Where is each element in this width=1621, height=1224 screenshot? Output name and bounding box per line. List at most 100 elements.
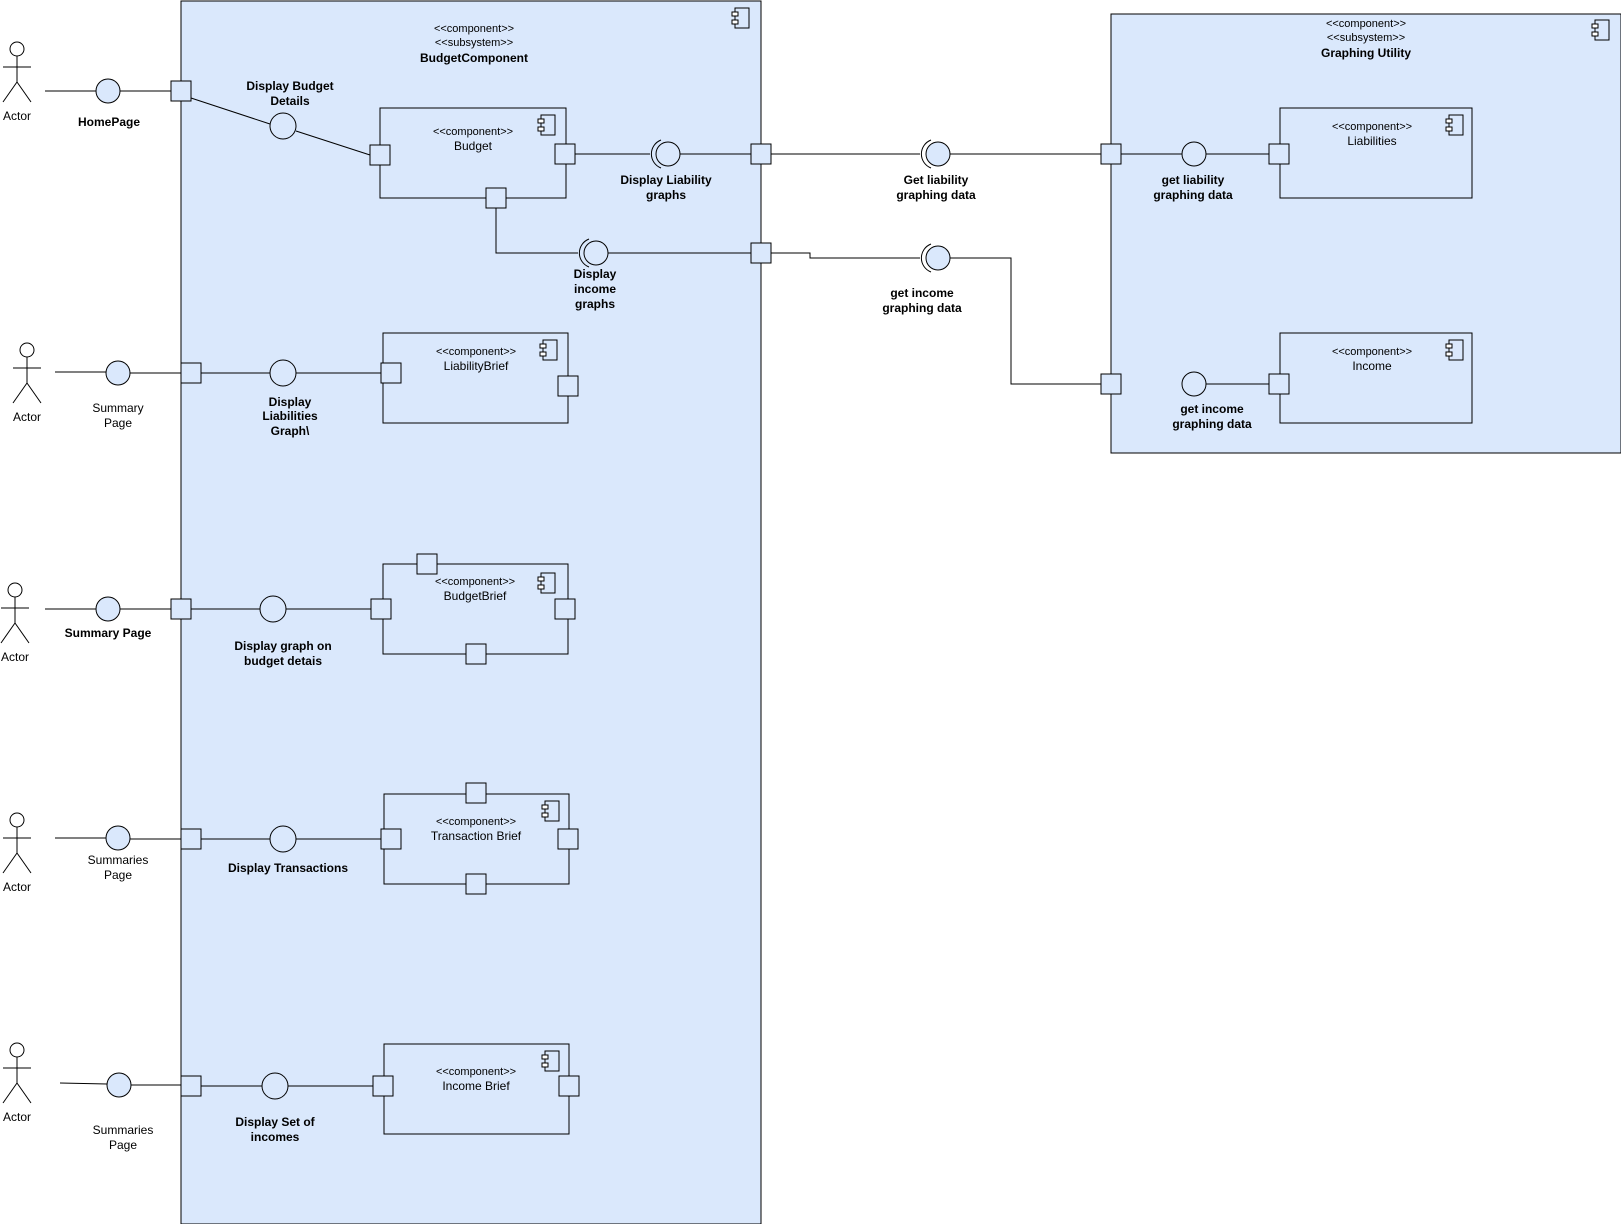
port xyxy=(557,375,579,397)
page-label: HomePage xyxy=(78,115,140,129)
interface-label: graphing data xyxy=(896,188,976,202)
component-name: Income Brief xyxy=(442,1079,510,1093)
component-stereotype: <<component>> xyxy=(436,816,516,828)
actor-label: Actor xyxy=(13,410,41,424)
port xyxy=(370,598,392,620)
component-stereotype: <<component>> xyxy=(1332,121,1412,133)
port xyxy=(465,643,487,665)
component-name: LiabilityBrief xyxy=(444,359,509,373)
page-label: Page xyxy=(104,416,132,430)
page-label: Summary xyxy=(92,401,143,415)
port xyxy=(180,1075,202,1097)
port xyxy=(1100,143,1122,165)
port xyxy=(372,1075,394,1097)
socket-display-liability xyxy=(650,139,681,169)
port xyxy=(180,362,202,384)
port xyxy=(170,80,192,102)
liability-brief-component[interactable]: <<component>> LiabilityBrief xyxy=(382,332,569,424)
port xyxy=(465,782,487,804)
component-name: BudgetBrief xyxy=(444,589,507,603)
interface-label: graphs xyxy=(646,188,686,202)
interface-label: graphing data xyxy=(882,301,962,315)
port xyxy=(485,187,507,209)
port xyxy=(416,553,438,575)
socket-get-liability xyxy=(920,139,951,169)
income-brief-component[interactable]: <<component>> Income Brief xyxy=(383,1043,570,1135)
subsystem-name: BudgetComponent xyxy=(420,51,528,65)
ports xyxy=(170,80,1290,1097)
port xyxy=(170,598,192,620)
subsystem-stereotype: <<component>> xyxy=(1326,18,1406,30)
port xyxy=(1268,373,1290,395)
component-name: Liabilities xyxy=(1347,134,1396,148)
port xyxy=(369,144,391,166)
port xyxy=(1100,373,1122,395)
actor-label: Actor xyxy=(3,109,31,123)
port xyxy=(1268,143,1290,165)
provided-interfaces xyxy=(95,78,1207,1100)
provided-interface xyxy=(1181,141,1207,167)
component-stereotype: <<component>> xyxy=(1332,346,1412,358)
interface-labels: Display Budget Details Display Liability… xyxy=(228,79,1252,1144)
page-label: Page xyxy=(104,868,132,882)
provided-interface xyxy=(269,359,297,387)
interface-label: Display Transactions xyxy=(228,861,348,875)
socket-get-income xyxy=(920,243,951,273)
provided-interface xyxy=(269,825,297,853)
component-stereotype: <<component>> xyxy=(433,126,513,138)
provided-interface xyxy=(261,1072,289,1100)
provided-interface xyxy=(1181,371,1207,397)
interface-label: Display Liability xyxy=(620,173,712,187)
component-name: Income xyxy=(1352,359,1392,373)
interface-label: Get liability xyxy=(904,173,969,187)
port xyxy=(180,828,202,850)
interface-label: Display graph on xyxy=(234,639,331,653)
port xyxy=(380,828,402,850)
port xyxy=(558,1075,580,1097)
page-label: Summary Page xyxy=(65,626,152,640)
provided-interface xyxy=(105,360,131,386)
component-stereotype: <<component>> xyxy=(435,576,515,588)
provided-interface xyxy=(269,112,297,140)
income-component[interactable]: <<component>> Income xyxy=(1279,332,1473,424)
port xyxy=(380,362,402,384)
component-name: Transaction Brief xyxy=(431,829,522,843)
interface-label: Liabilities xyxy=(262,409,318,423)
socket-display-income xyxy=(578,238,609,268)
actor-label: Actor xyxy=(1,650,29,664)
liabilities-component[interactable]: <<component>> Liabilities xyxy=(1279,107,1473,199)
subsystem-stereotype: <<component>> xyxy=(434,23,514,35)
subsystem-name: Graphing Utility xyxy=(1321,46,1411,60)
interface-label: income xyxy=(574,282,616,296)
interface-label: Details xyxy=(270,94,310,108)
actor-5[interactable]: Actor xyxy=(2,1042,32,1124)
interface-label: graphing data xyxy=(1172,417,1252,431)
actor-1[interactable]: Actor xyxy=(2,41,32,123)
transaction-brief-component[interactable]: <<component>> Transaction Brief xyxy=(383,793,570,885)
subsystem-stereotype: <<subsystem>> xyxy=(1327,32,1405,44)
page-label: Summaries xyxy=(88,853,149,867)
actor-label: Actor xyxy=(3,1110,31,1124)
page-labels: HomePage Summary Page Summary Page Summa… xyxy=(65,115,154,1152)
budget-brief-component[interactable]: <<component>> BudgetBrief xyxy=(382,563,569,655)
interface-label: Display Budget xyxy=(246,79,333,93)
subsystem-stereotype: <<subsystem>> xyxy=(435,37,513,49)
component-stereotype: <<component>> xyxy=(436,1066,516,1078)
budget-component[interactable]: <<component>> Budget xyxy=(379,107,567,199)
provided-interface xyxy=(95,78,121,104)
interface-label: budget detais xyxy=(244,654,322,668)
page-label: Summaries xyxy=(93,1123,154,1137)
interface-label: Display xyxy=(269,395,312,409)
component-name: Budget xyxy=(454,139,493,153)
port xyxy=(554,598,576,620)
assembly-connectors xyxy=(578,139,951,273)
actor-4[interactable]: Actor xyxy=(2,812,32,894)
provided-interface xyxy=(95,596,121,622)
interface-label: Display Set of xyxy=(235,1115,315,1129)
actor-label: Actor xyxy=(3,880,31,894)
component-stereotype: <<component>> xyxy=(436,346,516,358)
actor-3[interactable]: Actor xyxy=(0,582,30,664)
port xyxy=(465,873,487,895)
actor-2[interactable]: Actor xyxy=(12,342,42,424)
